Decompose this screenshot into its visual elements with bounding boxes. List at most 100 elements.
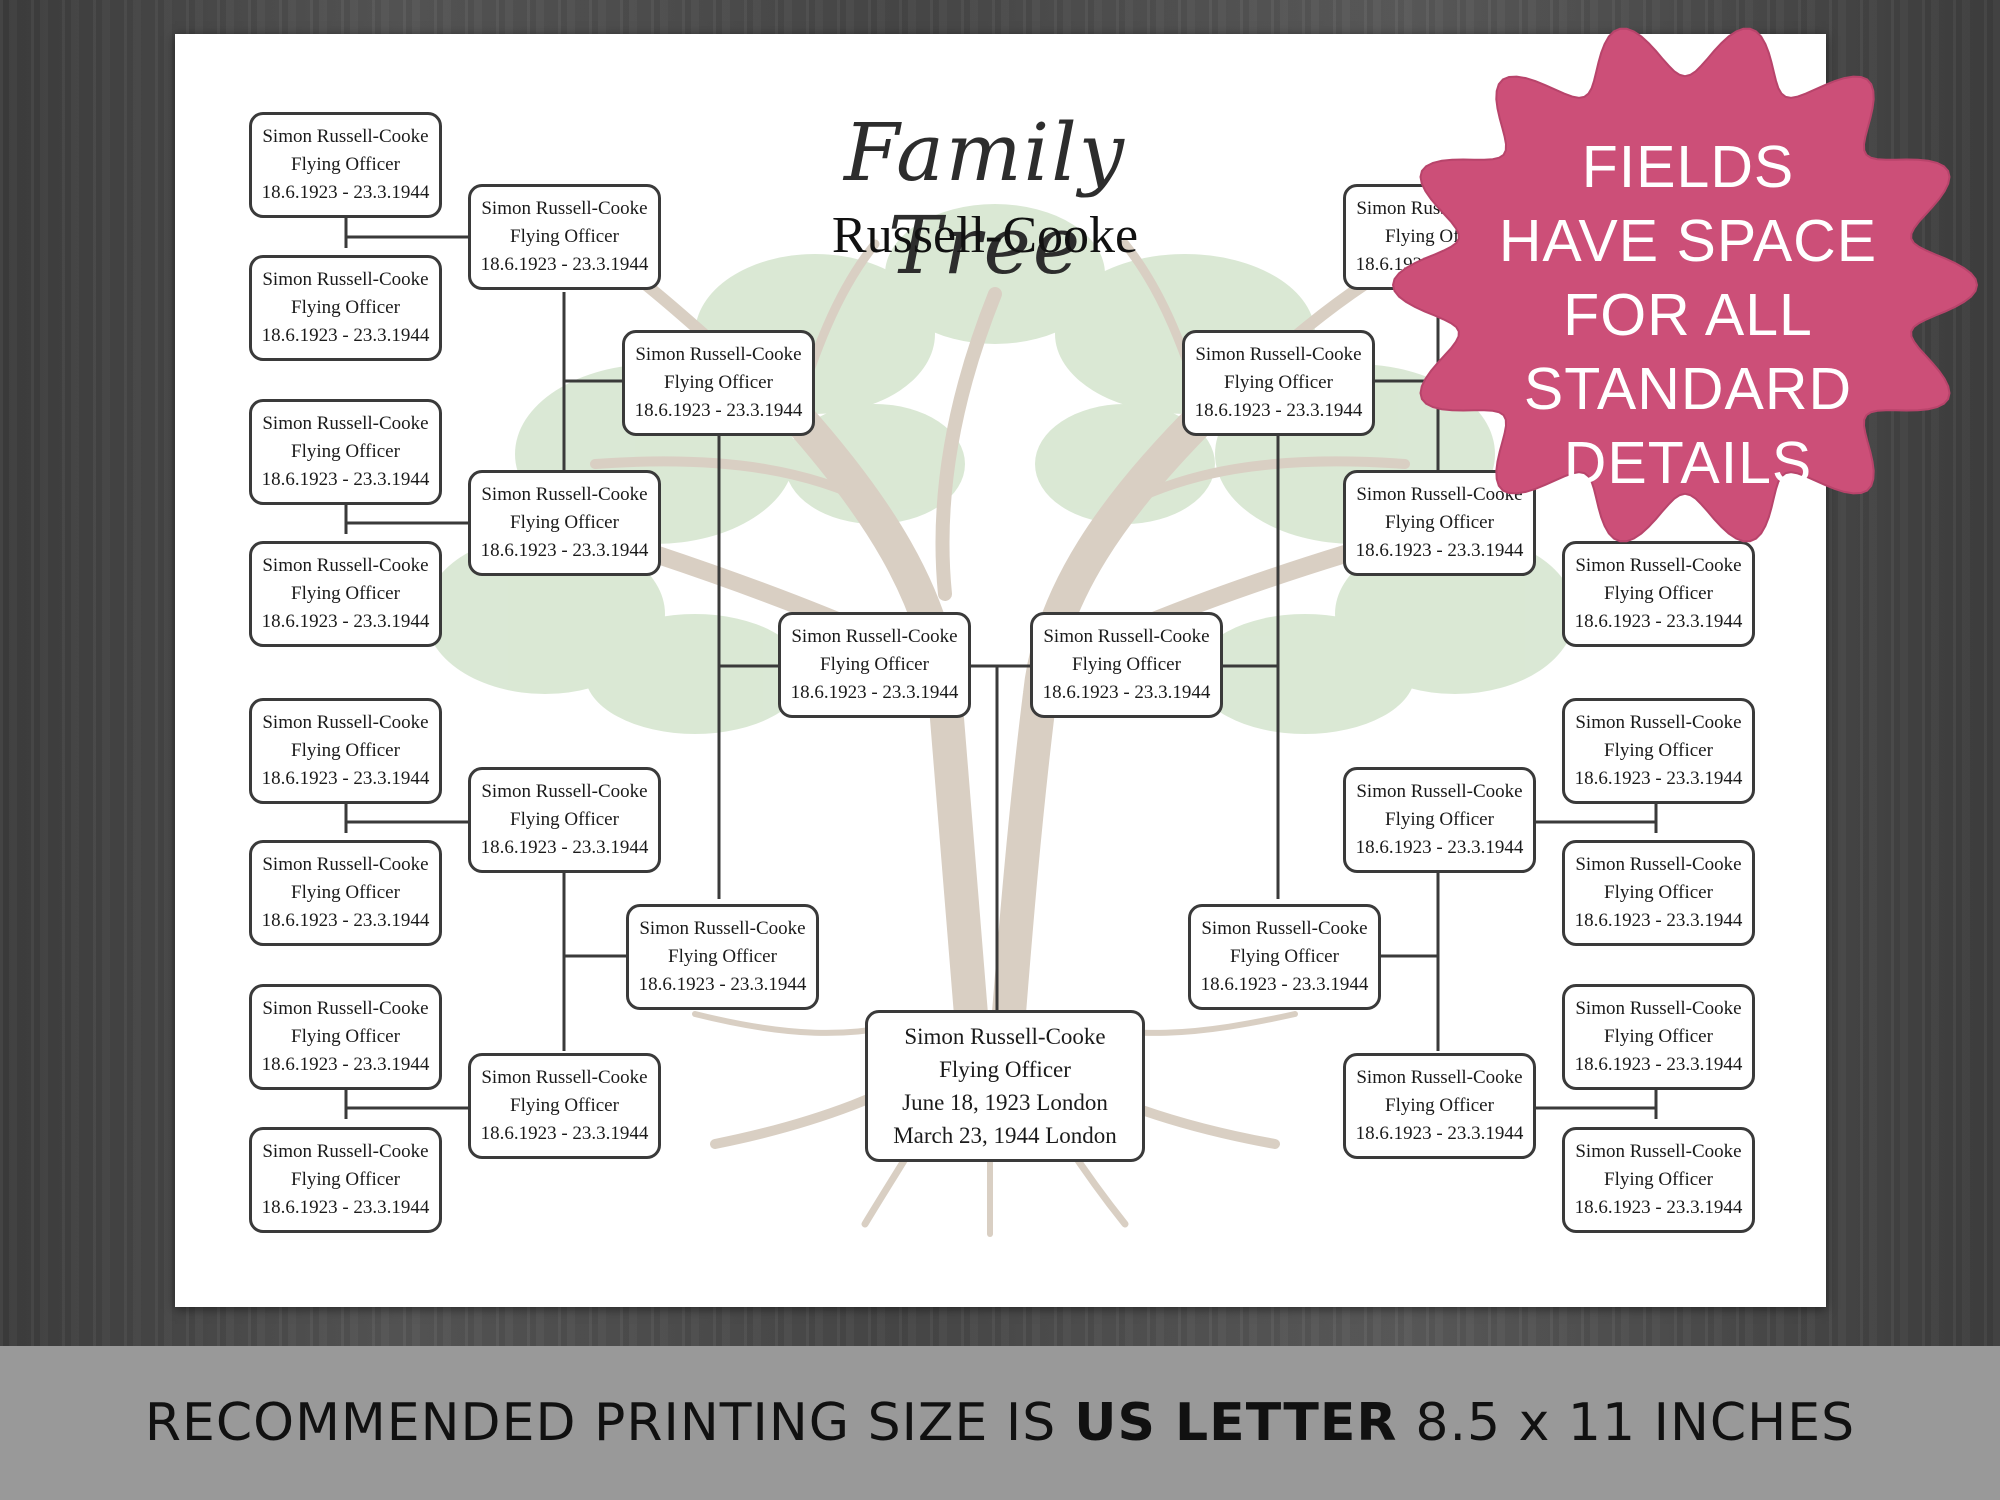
card-dates: 18.6.1923 - 23.3.1944 bbox=[261, 611, 430, 632]
footer-paper-size: US LETTER bbox=[1074, 1393, 1398, 1453]
ancestor-card[interactable]: Simon Russell-Cooke Flying Officer 18.6.… bbox=[1562, 984, 1755, 1090]
card-dates: 18.6.1923 - 23.3.1944 bbox=[1042, 682, 1211, 703]
card-dates: 18.6.1923 - 23.3.1944 bbox=[790, 682, 959, 703]
card-dates: 18.6.1923 - 23.3.1944 bbox=[261, 1054, 430, 1075]
ancestor-card[interactable]: Simon Russell-Cooke Flying Officer 18.6.… bbox=[1343, 1053, 1536, 1159]
badge-line: FIELDS bbox=[1581, 134, 1795, 200]
card-dates: 18.6.1923 - 23.3.1944 bbox=[1194, 400, 1363, 421]
card-dates: 18.6.1923 - 23.3.1944 bbox=[261, 469, 430, 490]
card-name: Simon Russell-Cooke bbox=[1575, 555, 1742, 576]
card-dates: 18.6.1923 - 23.3.1944 bbox=[1574, 1197, 1743, 1218]
ancestor-card[interactable]: Simon Russell-Cooke Flying Officer 18.6.… bbox=[1343, 767, 1536, 873]
card-name: Simon Russell-Cooke bbox=[481, 198, 648, 219]
card-name: Simon Russell-Cooke bbox=[262, 712, 429, 733]
card-title: Flying Officer bbox=[1604, 1169, 1713, 1190]
card-name: Simon Russell-Cooke bbox=[262, 126, 429, 147]
card-name: Simon Russell-Cooke bbox=[1356, 1067, 1523, 1088]
card-title: Flying Officer bbox=[1604, 583, 1713, 604]
card-name: Simon Russell-Cooke bbox=[481, 484, 648, 505]
ancestor-card[interactable]: Simon Russell-Cooke Flying Officer 18.6.… bbox=[1562, 840, 1755, 946]
badge-line: DETAILS bbox=[1563, 430, 1813, 496]
ancestor-card[interactable]: Simon Russell-Cooke Flying Officer 18.6.… bbox=[249, 112, 442, 218]
card-name: Simon Russell-Cooke bbox=[1575, 1141, 1742, 1162]
ancestor-card[interactable]: Simon Russell-Cooke Flying Officer 18.6.… bbox=[249, 698, 442, 804]
card-title: Flying Officer bbox=[510, 512, 619, 533]
ancestor-card[interactable]: Simon Russell-Cooke Flying Officer 18.6.… bbox=[1188, 904, 1381, 1010]
footer-bar bbox=[0, 1346, 2000, 1500]
poster-title: Family Tree bbox=[844, 106, 1126, 292]
ancestor-card[interactable]: Simon Russell-Cooke Flying Officer 18.6.… bbox=[249, 541, 442, 647]
card-title: Flying Officer bbox=[291, 1026, 400, 1047]
card-name: Simon Russell-Cooke bbox=[1575, 854, 1742, 875]
card-dates: 18.6.1923 - 23.3.1944 bbox=[480, 1123, 649, 1144]
card-title: Flying Officer bbox=[291, 297, 400, 318]
card-dates: 18.6.1923 - 23.3.1944 bbox=[261, 1197, 430, 1218]
ancestor-card[interactable]: Simon Russell-Cooke Flying Officer 18.6.… bbox=[249, 984, 442, 1090]
card-name: Simon Russell-Cooke bbox=[1201, 918, 1368, 939]
card-title: Flying Officer bbox=[1385, 512, 1494, 533]
ancestor-card[interactable]: Simon Russell-Cooke Flying Officer 18.6.… bbox=[1182, 330, 1375, 436]
card-title: Flying Officer bbox=[510, 226, 619, 247]
card-dates: 18.6.1923 - 23.3.1944 bbox=[1574, 768, 1743, 789]
ancestor-card[interactable]: Simon Russell-Cooke Flying Officer 18.6.… bbox=[622, 330, 815, 436]
card-title: Flying Officer bbox=[664, 372, 773, 393]
card-dates: 18.6.1923 - 23.3.1944 bbox=[1355, 1123, 1524, 1144]
card-dates: 18.6.1923 - 23.3.1944 bbox=[261, 910, 430, 931]
card-name: Simon Russell-Cooke bbox=[639, 918, 806, 939]
card-name: Simon Russell-Cooke bbox=[1043, 626, 1210, 647]
card-title: Flying Officer bbox=[1224, 372, 1333, 393]
card-title: Flying Officer bbox=[1604, 1026, 1713, 1047]
root-born: June 18, 1923 London bbox=[902, 1090, 1108, 1115]
card-dates: 18.6.1923 - 23.3.1944 bbox=[638, 974, 807, 995]
promo-badge-text: FIELDS HAVE SPACE FOR ALL STANDARD DETAI… bbox=[1478, 130, 1898, 500]
ancestor-card[interactable]: Simon Russell-Cooke Flying Officer 18.6.… bbox=[468, 470, 661, 576]
card-title: Flying Officer bbox=[1230, 946, 1339, 967]
card-dates: 18.6.1923 - 23.3.1944 bbox=[261, 325, 430, 346]
card-name: Simon Russell-Cooke bbox=[262, 1141, 429, 1162]
ancestor-card[interactable]: Simon Russell-Cooke Flying Officer 18.6.… bbox=[626, 904, 819, 1010]
card-name: Simon Russell-Cooke bbox=[262, 413, 429, 434]
card-title: Flying Officer bbox=[1604, 740, 1713, 761]
ancestor-card[interactable]: Simon Russell-Cooke Flying Officer 18.6.… bbox=[468, 1053, 661, 1159]
ancestor-card[interactable]: Simon Russell-Cooke Flying Officer 18.6.… bbox=[249, 840, 442, 946]
card-dates: 18.6.1923 - 23.3.1944 bbox=[634, 400, 803, 421]
card-title: Flying Officer bbox=[1385, 809, 1494, 830]
card-title: Flying Officer bbox=[291, 154, 400, 175]
ancestor-card[interactable]: Simon Russell-Cooke Flying Officer 18.6.… bbox=[1562, 541, 1755, 647]
card-name: Simon Russell-Cooke bbox=[1195, 344, 1362, 365]
card-name: Simon Russell-Cooke bbox=[481, 1067, 648, 1088]
card-dates: 18.6.1923 - 23.3.1944 bbox=[480, 837, 649, 858]
card-title: Flying Officer bbox=[291, 882, 400, 903]
card-dates: 18.6.1923 - 23.3.1944 bbox=[1200, 974, 1369, 995]
card-title: Flying Officer bbox=[510, 1095, 619, 1116]
card-title: Flying Officer bbox=[510, 809, 619, 830]
card-name: Simon Russell-Cooke bbox=[1575, 712, 1742, 733]
card-name: Simon Russell-Cooke bbox=[791, 626, 958, 647]
ancestor-card[interactable]: Simon Russell-Cooke Flying Officer 18.6.… bbox=[249, 1127, 442, 1233]
card-dates: 18.6.1923 - 23.3.1944 bbox=[480, 254, 649, 275]
root-died: March 23, 1944 London bbox=[893, 1123, 1117, 1148]
root-person-card[interactable]: Simon Russell-Cooke Flying Officer June … bbox=[865, 1010, 1145, 1162]
card-dates: 18.6.1923 - 23.3.1944 bbox=[261, 768, 430, 789]
card-title: Flying Officer bbox=[1385, 1095, 1494, 1116]
badge-line: STANDARD bbox=[1523, 356, 1853, 422]
card-dates: 18.6.1923 - 23.3.1944 bbox=[480, 540, 649, 561]
card-dates: 18.6.1923 - 23.3.1944 bbox=[1355, 540, 1524, 561]
card-title: Flying Officer bbox=[291, 441, 400, 462]
ancestor-card[interactable]: Simon Russell-Cooke Flying Officer 18.6.… bbox=[1562, 1127, 1755, 1233]
root-name: Simon Russell-Cooke bbox=[904, 1024, 1106, 1049]
footer-prefix: RECOMMENDED PRINTING SIZE IS bbox=[144, 1393, 1057, 1453]
card-name: Simon Russell-Cooke bbox=[262, 998, 429, 1019]
ancestor-card[interactable]: Simon Russell-Cooke Flying Officer 18.6.… bbox=[249, 399, 442, 505]
card-title: Flying Officer bbox=[1072, 654, 1181, 675]
ancestor-card[interactable]: Simon Russell-Cooke Flying Officer 18.6.… bbox=[249, 255, 442, 361]
ancestor-card[interactable]: Simon Russell-Cooke Flying Officer 18.6.… bbox=[468, 767, 661, 873]
card-dates: 18.6.1923 - 23.3.1944 bbox=[1574, 1054, 1743, 1075]
ancestor-card[interactable]: Simon Russell-Cooke Flying Officer 18.6.… bbox=[468, 184, 661, 290]
ancestor-card[interactable]: Simon Russell-Cooke Flying Officer 18.6.… bbox=[1562, 698, 1755, 804]
card-title: Flying Officer bbox=[291, 740, 400, 761]
tree-connectors bbox=[344, 218, 1658, 1119]
card-title: Flying Officer bbox=[291, 1169, 400, 1190]
parent-card[interactable]: Simon Russell-Cooke Flying Officer 18.6.… bbox=[778, 612, 971, 718]
parent-card[interactable]: Simon Russell-Cooke Flying Officer 18.6.… bbox=[1030, 612, 1223, 718]
